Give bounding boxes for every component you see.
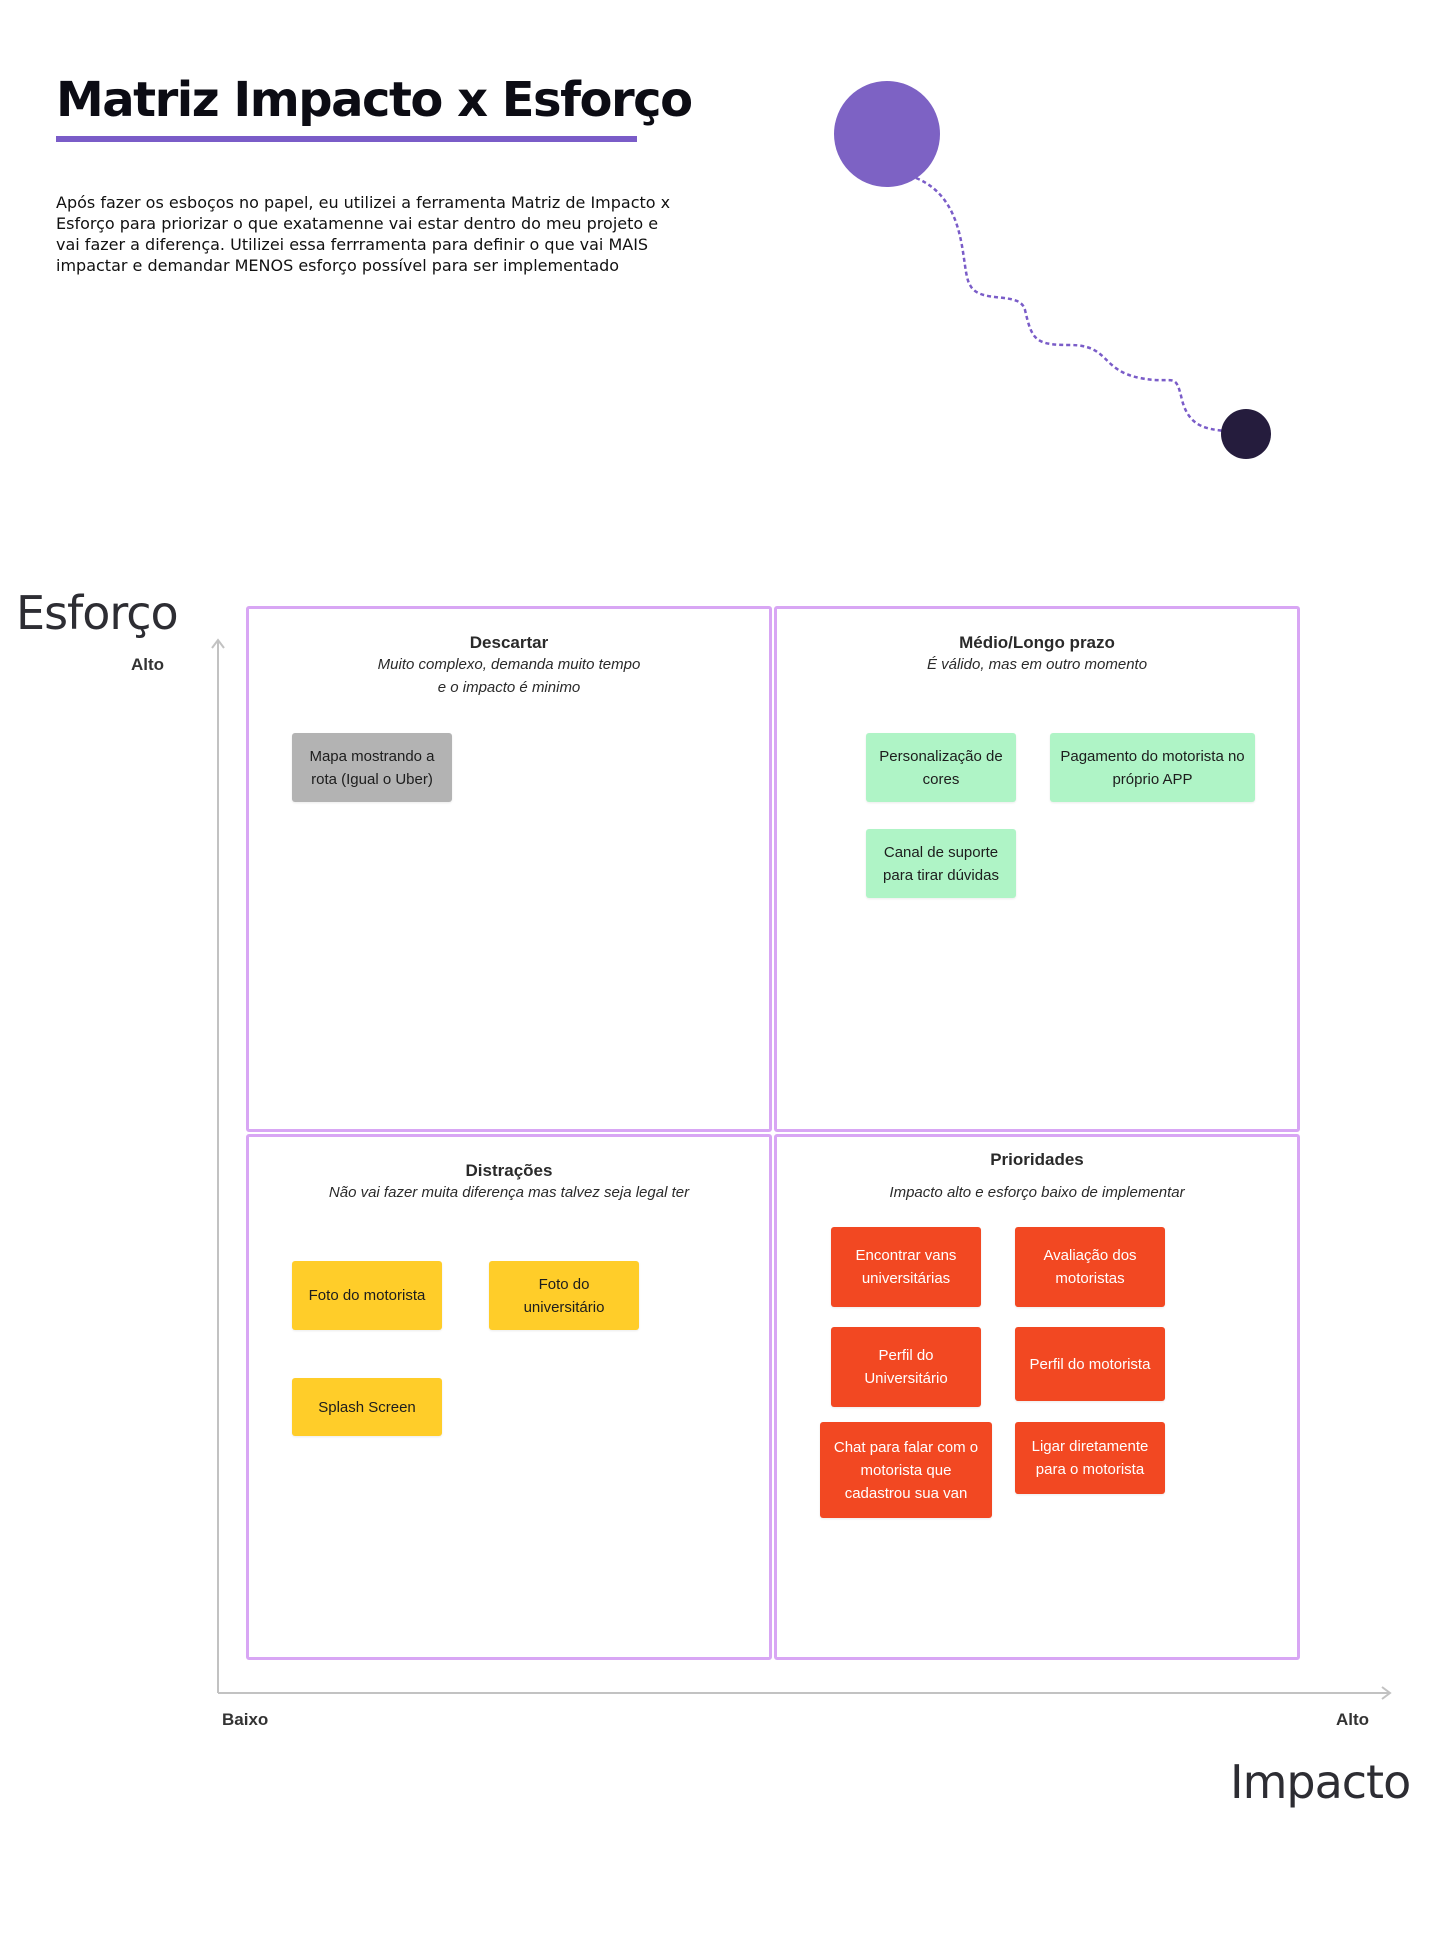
quadrant-descartar: Descartar Muito complexo, demanda muito …: [246, 606, 772, 1132]
quadrant-description: Muito complexo, demanda muito tempo: [377, 656, 641, 673]
quadrant-distracoes: Distrações Não vai fazer muita diferença…: [246, 1134, 772, 1660]
sticky-note[interactable]: Canal de suporte para tirar dúvidas: [866, 829, 1016, 898]
quadrant-title: Distrações: [465, 1161, 553, 1180]
quadrant-title: Descartar: [469, 633, 549, 652]
quadrant-title: Prioridades: [990, 1150, 1084, 1169]
page-title: Matriz Impacto x Esforço: [56, 72, 693, 128]
sticky-note[interactable]: Foto do universitário: [489, 1261, 639, 1330]
sticky-note[interactable]: Mapa mostrando a rota (Igual o Uber): [292, 733, 452, 802]
x-axis-low-label: Baixo: [222, 1710, 269, 1729]
quadrant-description: Impacto alto e esforço baixo de implemen…: [889, 1184, 1185, 1201]
sticky-note[interactable]: Encontrar vans universitárias: [831, 1227, 981, 1307]
dark-circle: [1221, 409, 1271, 459]
intro-text: Após fazer os esboços no papel, eu utili…: [56, 193, 671, 275]
quadrant-prioridades: Prioridades Impacto alto e esforço baixo…: [774, 1134, 1300, 1660]
decorative-path-illustration: [834, 81, 1271, 459]
quadrant-title: Médio/Longo prazo: [959, 633, 1115, 652]
x-axis-high-label: Alto: [1336, 1710, 1370, 1729]
sticky-note[interactable]: Perfil do motorista: [1015, 1327, 1165, 1401]
sticky-note[interactable]: Ligar diretamente para o motorista: [1015, 1422, 1165, 1494]
sticky-note[interactable]: Pagamento do motorista no próprio APP: [1050, 733, 1255, 802]
quadrant-medio-longo-prazo: Médio/Longo prazo É válido, mas em outro…: [774, 606, 1300, 1132]
quadrant-description: Não vai fazer muita diferença mas talvez…: [328, 1184, 690, 1201]
sticky-note[interactable]: Chat para falar com o motorista que cada…: [820, 1422, 992, 1518]
title-underline: [56, 136, 637, 142]
quadrant-description: É válido, mas em outro momento: [926, 656, 1148, 673]
y-axis-title: Esforço: [16, 586, 179, 640]
sticky-note[interactable]: Perfil do Universitário: [831, 1327, 981, 1407]
x-axis-title: Impacto: [1230, 1755, 1411, 1809]
purple-circle: [834, 81, 940, 187]
x-axis-arrowhead: [1381, 1686, 1392, 1700]
y-axis-high-label: Alto: [131, 655, 165, 674]
quadrant-description: e o impacto é minimo: [437, 679, 581, 696]
sticky-note[interactable]: Avaliação dos motoristas: [1015, 1227, 1165, 1307]
dashed-squiggle-path: [915, 176, 1241, 434]
sticky-note[interactable]: Foto do motorista: [292, 1261, 442, 1330]
sticky-note[interactable]: Personalização de cores: [866, 733, 1016, 802]
sticky-note[interactable]: Splash Screen: [292, 1378, 442, 1436]
y-axis-arrowhead: [211, 638, 225, 649]
